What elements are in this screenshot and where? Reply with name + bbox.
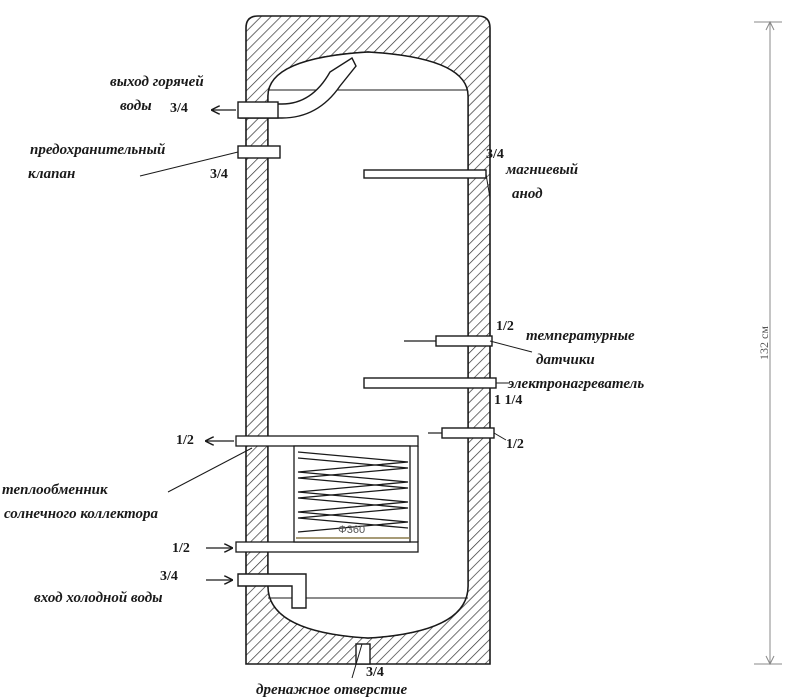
exchanger-leader: [167, 447, 253, 493]
sensor-lower-size: 1/2: [506, 437, 524, 452]
solar-heat-exchanger: [235, 435, 419, 553]
exchanger-bottom-size: 1/2: [172, 541, 190, 556]
cold-water-pipe: [237, 573, 307, 609]
height-dimension-text: 132 см: [757, 326, 771, 360]
hot-water-label-line2: воды: [120, 98, 152, 114]
temp-sensor-upper: [435, 335, 493, 347]
safety-valve-size: 3/4: [210, 167, 228, 182]
exchanger-label-line2: солнечного коллектора: [4, 506, 158, 522]
magnesium-anode-rod: [363, 169, 487, 179]
drain-leader: [351, 643, 363, 679]
heater-size: 1 1/4: [494, 393, 522, 408]
anode-label-line2: анод: [512, 186, 543, 202]
safety-valve-label-line2: клапан: [28, 166, 75, 182]
anode-label-line1: магниевый: [505, 162, 578, 178]
safety-valve-nozzle: [237, 145, 281, 159]
cold-in-size: 3/4: [160, 569, 178, 584]
exchanger-label-line1: теплообменник: [2, 482, 108, 498]
exchanger-top-size: 1/2: [176, 433, 194, 448]
sensor-label-line2: датчики: [536, 352, 595, 368]
hot-water-label-line1: выход горячей: [110, 74, 204, 90]
anode-size: 3/4: [486, 147, 504, 162]
drain-label: дренажное отверстие: [256, 682, 407, 698]
safety-valve-label-line1: предохранительный: [30, 142, 165, 158]
safety-valve-leader: [139, 151, 239, 177]
hot-water-size: 3/4: [170, 101, 188, 116]
heater-label: электронагреватель: [507, 376, 644, 392]
height-dimension: [754, 20, 782, 666]
sensor-label-line1: температурные: [526, 328, 635, 344]
exchanger-diameter-text: Φ360: [338, 524, 365, 536]
electric-heater-rod: [363, 377, 497, 389]
hot-water-pipe: [237, 56, 357, 119]
drain-size: 3/4: [366, 665, 384, 680]
temp-sensor-lower: [441, 427, 495, 439]
cold-in-label: вход холодной воды: [34, 590, 163, 606]
sensor-lower-leader: [493, 432, 507, 441]
sensor-leader: [489, 340, 533, 353]
drain-nozzle: [355, 643, 371, 665]
anode-leader: [485, 173, 491, 199]
sensor-size: 1/2: [496, 319, 514, 334]
